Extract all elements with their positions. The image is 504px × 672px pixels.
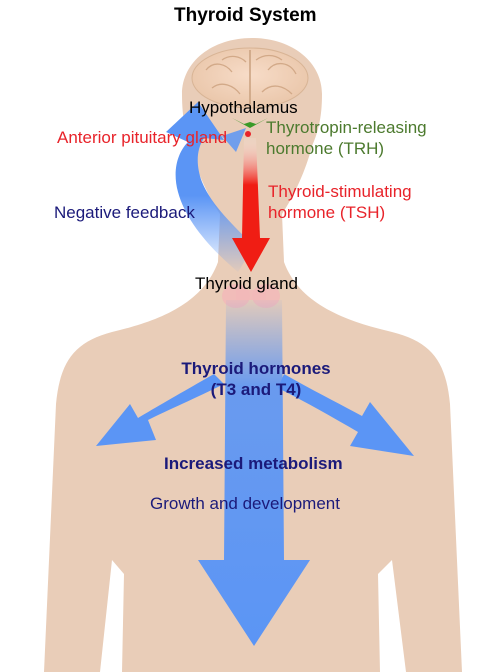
thyroid-hormones-line2: (T3 and T4) [210, 380, 302, 399]
tsh-label-line1: Thyroid-stimulating [268, 182, 412, 201]
trh-label-line1: Thyrotropin-releasing [266, 118, 427, 137]
thyroid-hormones-line1: Thyroid hormones [181, 359, 331, 378]
tsh-label-line2: hormone (TSH) [268, 203, 386, 222]
tsh-arrow [232, 138, 270, 272]
thyroid-hormone-arrows [96, 300, 414, 646]
trh-marker-icon [232, 118, 268, 128]
thyroid-hormones-label: Thyroid hormones (T3 and T4) [160, 358, 352, 400]
diagram-title: Thyroid System [174, 5, 317, 26]
pituitary-dot [245, 131, 251, 137]
hypothalamus-label: Hypothalamus [189, 98, 298, 117]
thyroid-gland-label: Thyroid gland [195, 274, 299, 293]
trh-label: Thyrotropin-releasing hormone (TRH) [266, 117, 427, 159]
anterior-pituitary-label: Anterior pituitary gland [57, 128, 228, 147]
growth-development-label: Growth and development [150, 494, 340, 513]
negative-feedback-arrow [166, 102, 254, 272]
increased-metabolism-label: Increased metabolism [164, 454, 343, 473]
brain-illustration [191, 47, 309, 109]
trh-label-line2: hormone (TRH) [266, 139, 385, 158]
tsh-label: Thyroid-stimulating hormone (TSH) [268, 181, 412, 223]
negative-feedback-label: Negative feedback [54, 203, 195, 222]
